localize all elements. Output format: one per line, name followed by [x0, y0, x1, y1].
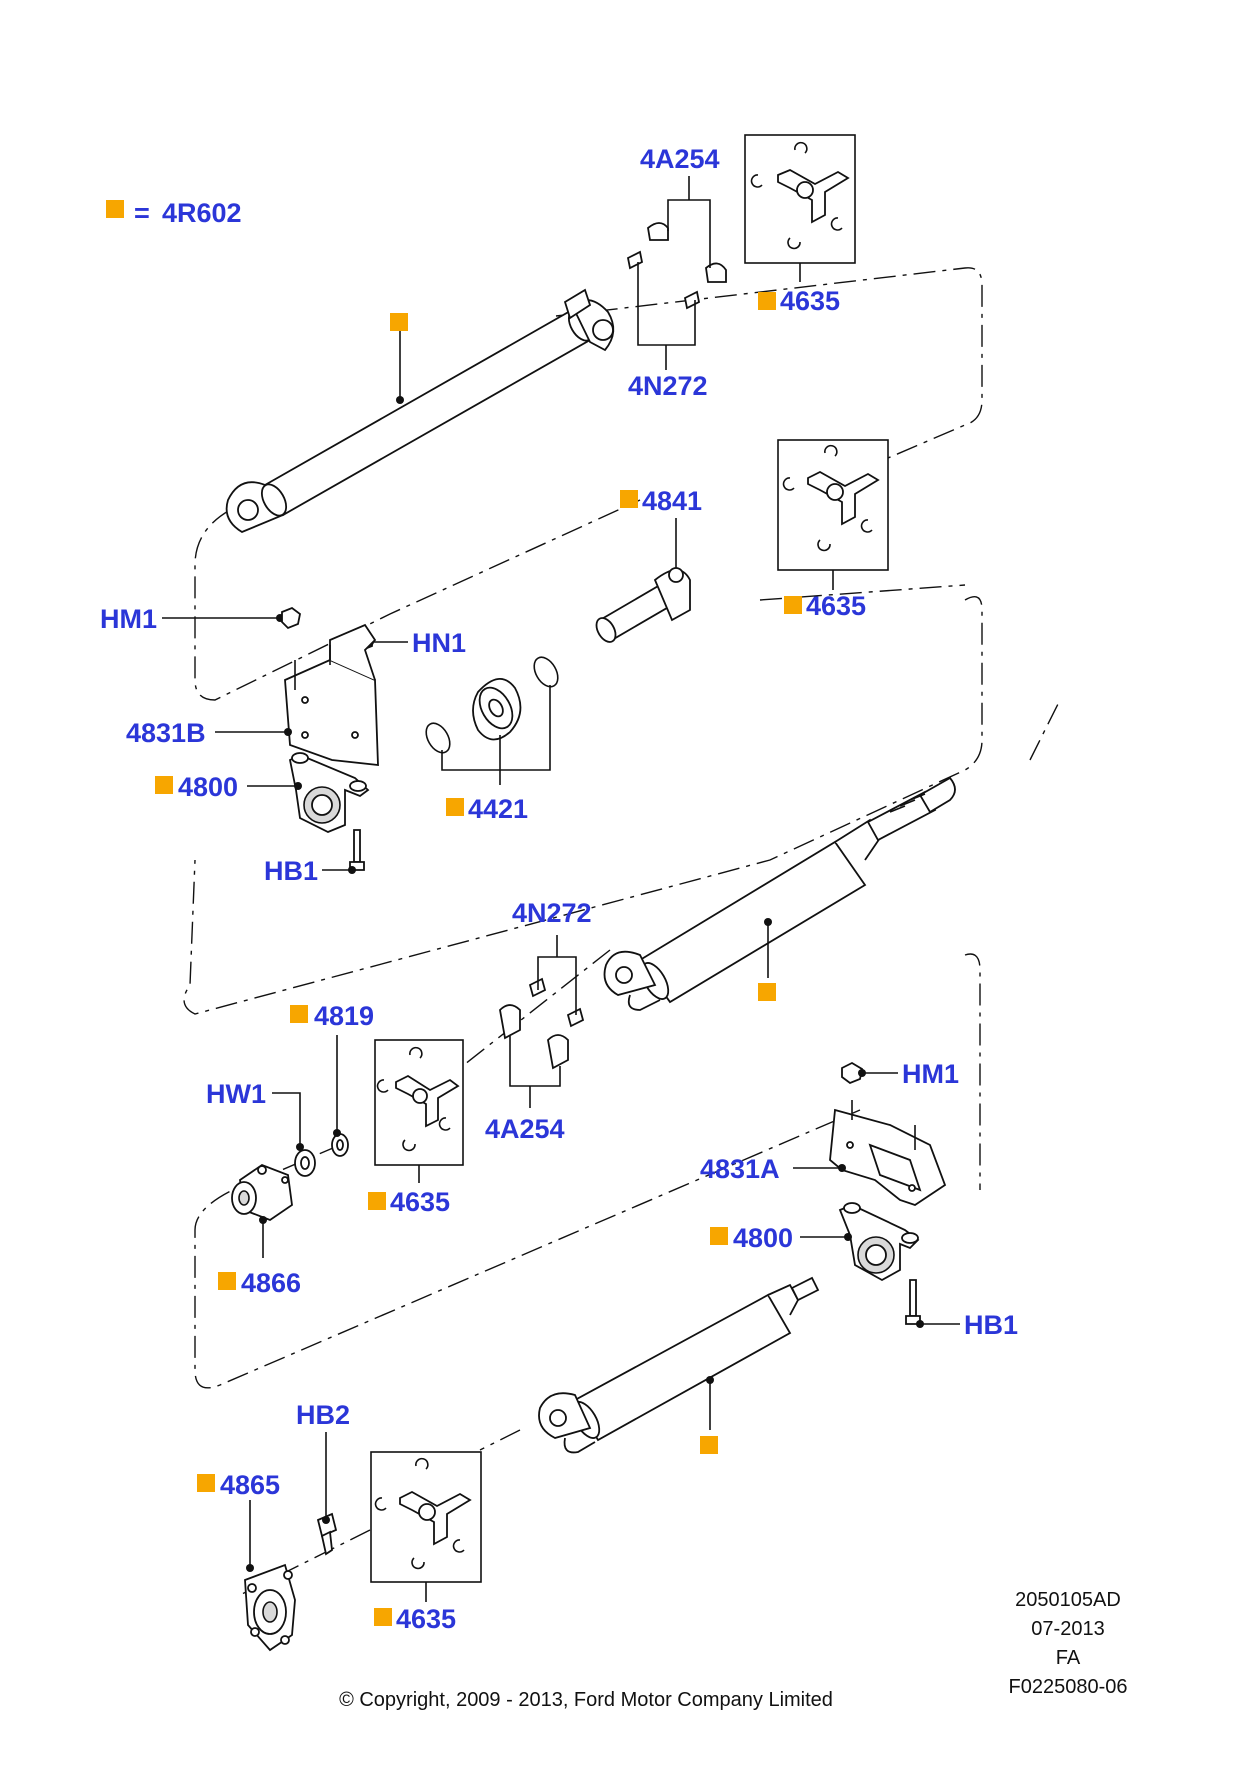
label-4635-1: 4635: [780, 286, 840, 316]
label-4635-4: 4635: [396, 1604, 456, 1634]
label-HM1-right: HM1: [902, 1059, 959, 1089]
center-bearing-right: [838, 1202, 920, 1282]
label-HB1-right: HB1: [964, 1310, 1018, 1340]
marker-front-shaft: [390, 313, 408, 331]
label-4635-3: 4635: [390, 1187, 450, 1217]
bracket-4831B: [284, 623, 379, 767]
copyright-notice: © Copyright, 2009 - 2013, Ford Motor Com…: [339, 1689, 833, 1711]
assembly-line-8: [964, 953, 981, 1190]
assembly-line-6: [459, 949, 611, 1069]
label-4A254-mid: 4A254: [485, 1114, 565, 1144]
label-HM1-top: HM1: [100, 604, 157, 634]
bracket-4831A: [829, 1100, 947, 1206]
label-4865: 4865: [220, 1470, 280, 1500]
flange-yoke-4866: [231, 1163, 293, 1222]
drawing-date: 07-2013: [1031, 1618, 1104, 1640]
label-4866: 4866: [241, 1268, 301, 1298]
center-bearing-left: [288, 752, 370, 833]
front-driveshaft: [225, 288, 615, 534]
flange-4865: [244, 1563, 296, 1652]
ujoint-cross-2: [782, 444, 880, 552]
legend-marker: [106, 200, 124, 218]
assembly-line-4: [183, 596, 983, 1015]
rear-driveshaft-middle: [603, 776, 956, 1011]
insulator-4421: [425, 656, 559, 754]
assembly-line-9: [479, 1429, 521, 1451]
ujoint-cross-4: [374, 1457, 472, 1570]
label-4800-right: 4800: [733, 1223, 793, 1253]
strap-clamps-middle: [499, 977, 585, 1070]
label-HN1: HN1: [412, 628, 466, 658]
legend-code: 4R602: [162, 198, 242, 228]
label-4635-2: 4635: [806, 591, 866, 621]
slip-yoke-4841: [595, 567, 691, 643]
drawing-reference: F0225080-06: [1009, 1676, 1128, 1698]
ujoint-cross-3: [376, 1046, 460, 1152]
legend-equals: =: [134, 198, 150, 228]
label-HB1-left: HB1: [264, 856, 318, 886]
ujoint-box-1: [744, 134, 856, 264]
label-4831A: 4831A: [700, 1154, 780, 1184]
rear-driveshaft-bottom: [538, 1276, 820, 1454]
label-4841: 4841: [642, 486, 702, 516]
ujoint-cross-1: [750, 141, 850, 250]
assembly-line-5: [759, 584, 966, 601]
label-4800-left: 4800: [178, 772, 238, 802]
label-4N272-mid: 4N272: [512, 898, 592, 928]
strap-clamps-top: [626, 222, 727, 310]
drawing-number: 2050105AD: [1015, 1589, 1121, 1611]
label-HW1: HW1: [206, 1079, 266, 1109]
label-4A254-top: 4A254: [640, 144, 720, 174]
drawing-code: FA: [1056, 1647, 1081, 1669]
assembly-line-2: [194, 499, 641, 701]
assembly-line-1: [555, 267, 983, 471]
label-4421: 4421: [468, 794, 528, 824]
assembly-line-7: [194, 1109, 861, 1389]
label-4N272-top: 4N272: [628, 371, 708, 401]
ujoint-box-2: [777, 439, 889, 571]
assembly-line-3: [1029, 699, 1061, 761]
label-4831B: 4831B: [126, 718, 206, 748]
label-HB2: HB2: [296, 1400, 350, 1430]
label-4819: 4819: [314, 1001, 374, 1031]
